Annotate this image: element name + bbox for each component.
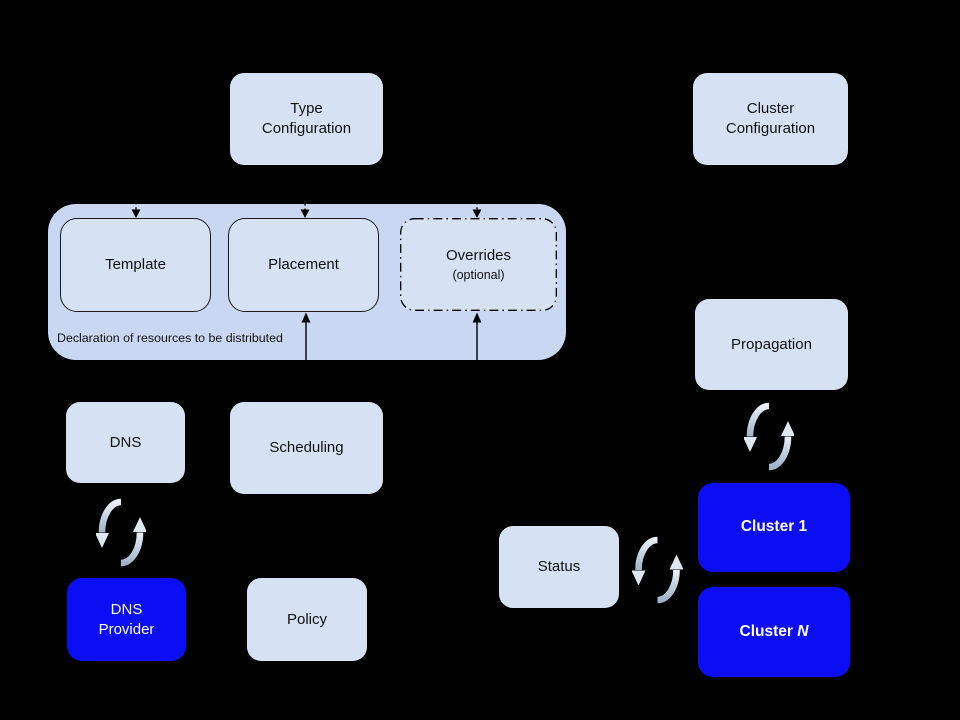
node-propagation: Propagation bbox=[695, 299, 848, 390]
node-overrides: Overrides (optional) bbox=[400, 218, 557, 311]
node-label: Cluster 1 bbox=[740, 518, 808, 536]
node-dns-provider: DNS Provider bbox=[67, 578, 186, 661]
sync-arrowhead-down bbox=[632, 570, 646, 586]
sync-arc-left bbox=[746, 402, 770, 437]
node-label: Policy bbox=[286, 610, 327, 628]
node-label: Scheduling bbox=[269, 439, 344, 457]
cluster-n-prefix: Cluster bbox=[739, 622, 798, 640]
node-cluster-configuration: Cluster Configuration bbox=[693, 73, 848, 165]
cluster-n-italic-suffix: N bbox=[797, 622, 809, 640]
node-label: DNS bbox=[109, 433, 142, 451]
node-status: Status bbox=[499, 526, 619, 608]
node-label: DNS Provider bbox=[98, 600, 155, 638]
node-label: Overrides bbox=[445, 246, 512, 264]
node-sublabel: (optional) bbox=[452, 267, 505, 282]
node-label: Template bbox=[105, 256, 166, 274]
propagation-sync-icon bbox=[744, 402, 794, 471]
node-label: Cluster Configuration bbox=[725, 100, 816, 137]
sync-arc-right bbox=[120, 532, 144, 567]
node-label: Cluster N bbox=[740, 622, 809, 642]
sync-arc-left bbox=[635, 536, 658, 571]
sync-arc-right bbox=[768, 436, 792, 471]
node-scheduling: Scheduling bbox=[230, 402, 383, 494]
node-type-configuration: Type Configuration bbox=[230, 73, 383, 165]
node-placement: Placement bbox=[228, 218, 379, 312]
sync-arc-left bbox=[98, 498, 122, 533]
sync-arrowhead-down bbox=[96, 533, 109, 548]
sync-arc-right bbox=[657, 569, 680, 604]
sync-arrowhead-up bbox=[669, 554, 683, 570]
status-sync-icon bbox=[632, 536, 683, 604]
node-cluster-1: Cluster 1 bbox=[698, 483, 850, 572]
node-template: Template bbox=[60, 218, 211, 312]
node-label: Propagation bbox=[731, 335, 812, 353]
sync-arrowhead-up bbox=[133, 517, 146, 532]
node-label: Type Configuration bbox=[261, 100, 352, 137]
sync-arrowhead-up bbox=[781, 421, 794, 436]
dns-sync-icon bbox=[96, 498, 146, 567]
node-policy: Policy bbox=[247, 578, 367, 661]
node-label: Status bbox=[537, 558, 581, 576]
node-cluster-n: Cluster N bbox=[698, 587, 850, 677]
sync-arrowhead-down bbox=[744, 437, 757, 452]
node-dns: DNS bbox=[66, 402, 185, 483]
node-label: Placement bbox=[268, 256, 339, 274]
group-caption: Declaration of resources to be distribut… bbox=[57, 331, 283, 345]
